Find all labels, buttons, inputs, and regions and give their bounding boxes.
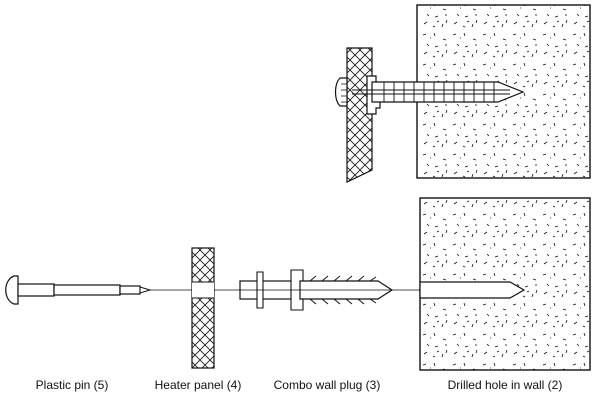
heater-panel	[191, 247, 215, 369]
panel-assembled	[346, 47, 373, 183]
drilled-wall	[419, 197, 591, 371]
exploded-view	[5, 197, 591, 371]
caption-plastic-pin: Plastic pin (5)	[35, 378, 109, 392]
caption-wall-plug: Combo wall plug (3)	[273, 378, 381, 392]
plastic-pin	[5, 275, 152, 305]
assembled-view	[334, 4, 591, 183]
combo-wall-plug	[239, 269, 394, 311]
caption-drilled-hole: Drilled hole in wall (2)	[447, 378, 563, 392]
caption-heater-panel: Heater panel (4)	[154, 378, 242, 392]
